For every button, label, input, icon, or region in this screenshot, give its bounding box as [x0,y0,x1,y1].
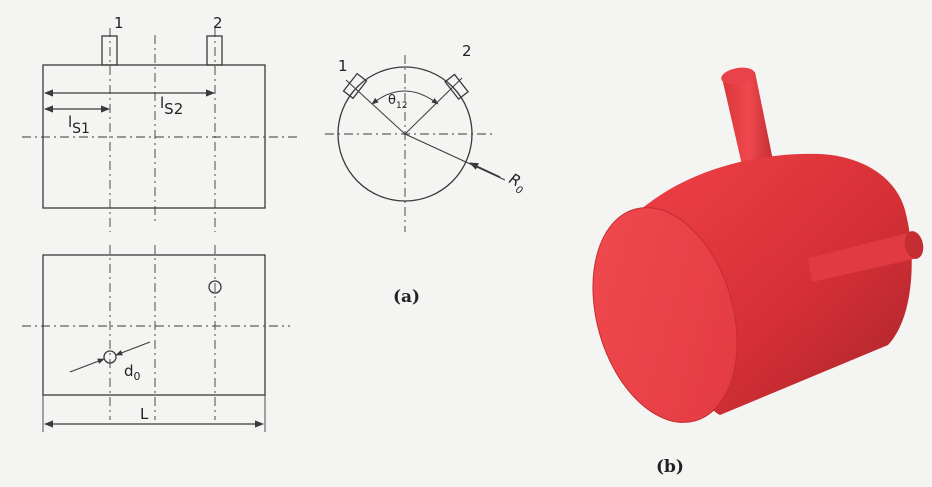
vertical-nozzle-pipe [722,72,775,178]
radial-line-2 [404,77,463,135]
top-nozzle-2-hole [208,280,222,294]
top-view-labels: d0 L [124,362,149,423]
caption-a: (a) [393,287,420,307]
side-nozzle-1-label: 1 [114,14,124,32]
length-label: L [140,405,149,423]
caption-b: (b) [656,457,684,477]
side-nozzle-2 [206,35,223,66]
radius-arrow [469,162,501,178]
end-view [325,55,506,232]
d0-arrow-right [115,341,151,356]
horizontal-nozzle-pipe [808,232,918,282]
radius-line [404,133,506,181]
theta-arc [371,90,439,105]
top-view [22,245,290,432]
vertical-nozzle-opening [721,67,755,85]
radius-label: R0 [504,170,529,197]
cylinder-front-face [592,207,738,423]
side-view-centerlines [22,28,300,232]
side-nozzle-1 [101,35,118,66]
d0-label: d0 [124,362,141,383]
end-nozzle-1 [342,72,368,100]
horizontal-nozzle-opening [904,231,924,259]
end-view-labels: 1 2 θ12 R0 [338,42,529,197]
top-view-centerlines [22,245,290,420]
end-nozzle-1-label: 1 [338,57,348,75]
end-nozzle-2 [444,73,469,101]
side-view-labels: 1 2 lS2 lS1 [68,14,223,137]
end-view-centerlines [325,55,495,232]
d0-arrow-left [69,358,105,373]
side-view-vessel-body [42,64,266,209]
top-view-vessel-body [42,254,266,396]
cylinder-3d-model [592,67,924,423]
side-view [22,28,300,232]
ls2-label: lS2 [160,94,183,118]
ls1-label: lS1 [68,113,90,137]
end-nozzle-2-label: 2 [462,42,472,60]
radial-line-1 [345,79,406,135]
side-nozzle-2-label: 2 [213,14,223,32]
theta-label: θ12 [388,93,407,111]
